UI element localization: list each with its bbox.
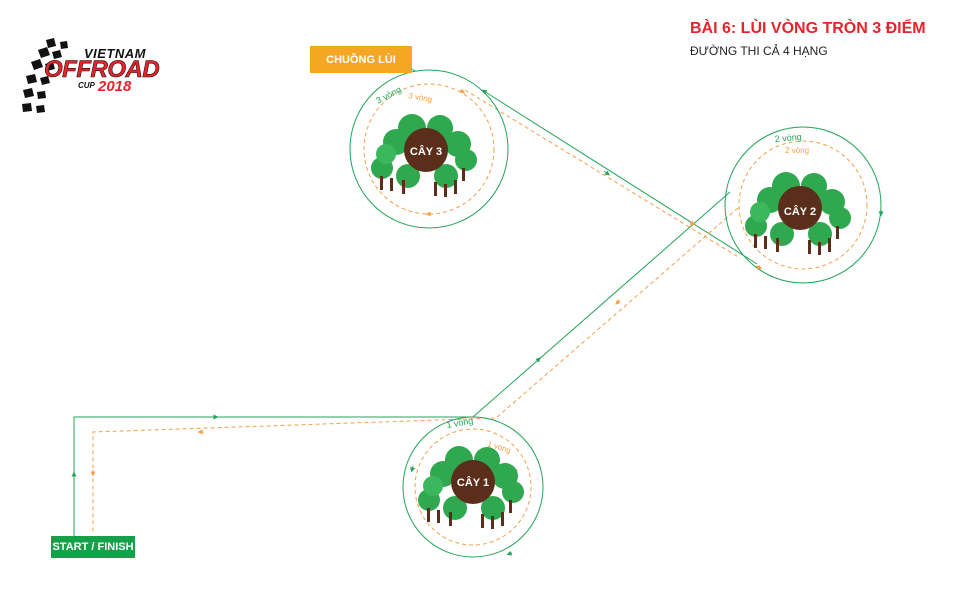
page-title: BÀI 6: LÙI VÒNG TRÒN 3 ĐIỂM (690, 20, 926, 37)
tree-1-outer-circle (402, 416, 544, 558)
arrow-mark (535, 357, 541, 363)
arrow-mark (603, 170, 610, 176)
arrow-mark (615, 299, 621, 305)
vietnam-offroad-cup-logo: VIETNAM OFFROAD CUP 2018 (18, 36, 160, 124)
tree-2-forward-laps: 2 vòng (774, 132, 802, 144)
tree-1-inner-circle (414, 428, 532, 546)
tire-track-icon (22, 38, 68, 113)
tree-3-reverse-laps: 3 vòng (408, 91, 433, 104)
reverse-path (464, 89, 741, 259)
tree-2-inner-circle (738, 140, 868, 270)
arrow-mark (410, 465, 416, 473)
header: BÀI 6: LÙI VÒNG TRÒN 3 ĐIỂM ĐƯỜNG THI CẢ… (690, 20, 926, 58)
reverse-garage-badge: CHUỒNG LÙI (310, 46, 412, 73)
tree-2-reverse-laps: 2 vòng (785, 146, 809, 155)
tree-1-forward-laps: 1 vòng (446, 415, 474, 430)
tree-2-outer-circle (724, 126, 882, 284)
arrow-mark (459, 88, 466, 94)
logo-cup-text: CUP (78, 81, 95, 90)
page-subtitle: ĐƯỜNG THI CẢ 4 HẠNG (690, 44, 828, 58)
tree-2-station: CÂY 2 2 vòng 2 vòng (724, 126, 884, 284)
tree-3-label: CÂY 3 (410, 145, 442, 158)
arrow-mark (506, 550, 513, 556)
logo-year-text: 2018 (98, 78, 132, 95)
tree-3-forward-laps: 3 vòng (374, 84, 403, 106)
tree-3-outer-circle (349, 69, 509, 229)
arrow-mark (689, 220, 696, 226)
forward-path (73, 191, 731, 536)
arrow-mark (481, 89, 488, 95)
arrow-mark (755, 264, 763, 270)
forward-path-tree2-to-tree3 (486, 92, 758, 265)
tree-1-label: CÂY 1 (457, 476, 489, 489)
start-finish-badge: START / FINISH (51, 536, 135, 558)
tree-2-label: CÂY 2 (784, 205, 816, 218)
logo-offroad-text: OFFROAD (44, 56, 160, 84)
tree-1-station: CÂY 1 1 vòng 1 vòng (402, 415, 544, 558)
logo-vietnam-text: VIETNAM (84, 46, 146, 61)
tree-3-station: CÂY 3 3 vòng 3 vòng (349, 69, 509, 229)
